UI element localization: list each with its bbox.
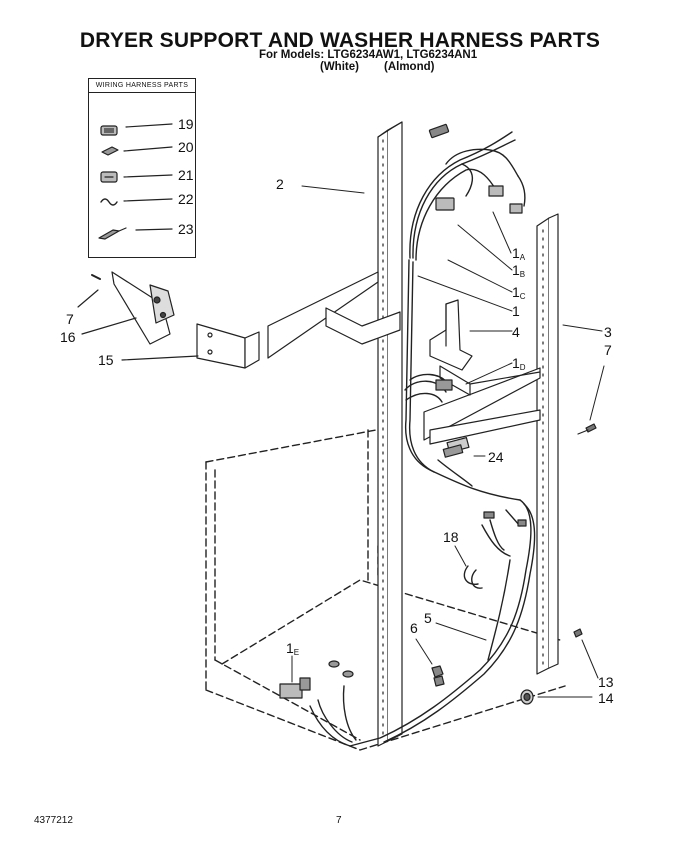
variant-almond: (Almond) bbox=[384, 61, 435, 73]
models-line: For Models: LTG6234AW1, LTG6234AN1 bbox=[259, 49, 478, 61]
leader-6 bbox=[415, 638, 433, 665]
leader-7-left bbox=[77, 289, 99, 308]
leader-18 bbox=[454, 545, 467, 567]
inset-parts bbox=[98, 123, 173, 240]
callout-1e: 1E bbox=[286, 641, 299, 660]
part-19-connector bbox=[100, 125, 118, 136]
callout-22: 22 bbox=[178, 191, 194, 207]
callout-5: 5 bbox=[424, 610, 432, 626]
callout-1d: 1D bbox=[512, 356, 526, 375]
callout-1d-num: 1 bbox=[512, 355, 520, 371]
part-23-wire-terminal bbox=[98, 227, 127, 240]
callout-leaders bbox=[291, 185, 605, 698]
page-number: 7 bbox=[336, 815, 342, 826]
leader-2 bbox=[301, 185, 365, 194]
callout-1b-sub: B bbox=[519, 270, 526, 279]
leader-1a bbox=[492, 211, 512, 254]
page-title: DRYER SUPPORT AND WASHER HARNESS PARTS bbox=[79, 29, 601, 52]
callout-1a-num: 1 bbox=[512, 245, 520, 261]
leader-13 bbox=[581, 639, 599, 679]
leader-1c bbox=[447, 259, 513, 293]
cross-brackets bbox=[267, 271, 541, 445]
callout-20: 20 bbox=[178, 139, 194, 155]
bracket-assembly-left bbox=[91, 271, 260, 369]
callout-14: 14 bbox=[598, 690, 614, 706]
callout-19: 19 bbox=[178, 116, 194, 132]
callout-3: 3 bbox=[604, 324, 612, 340]
callout-1c-sub: C bbox=[519, 292, 526, 301]
callout-1b: 1B bbox=[512, 263, 525, 282]
leader-23 bbox=[135, 228, 173, 231]
control-bracket bbox=[429, 299, 473, 371]
callout-7-left: 7 bbox=[66, 311, 74, 327]
leader-1b bbox=[457, 224, 513, 271]
part-22-clip bbox=[100, 198, 118, 206]
inset-title: WIRING HARNESS PARTS bbox=[89, 82, 195, 93]
left-support-post bbox=[377, 121, 403, 747]
doc-number: 4377212 bbox=[34, 815, 73, 826]
callout-1d-sub: D bbox=[519, 363, 526, 372]
wiring-harness bbox=[309, 131, 536, 747]
callout-7-right: 7 bbox=[604, 342, 612, 358]
callout-1: 1 bbox=[512, 303, 520, 319]
leader-22 bbox=[123, 198, 173, 202]
leader-20 bbox=[123, 146, 173, 152]
callout-4: 4 bbox=[512, 324, 520, 340]
part-20-terminal bbox=[101, 146, 119, 156]
callout-24: 24 bbox=[488, 449, 504, 465]
screws-and-foot bbox=[520, 423, 597, 705]
callout-15: 15 bbox=[98, 352, 114, 368]
leader-16 bbox=[81, 317, 137, 335]
leader-3 bbox=[562, 324, 603, 332]
wiring-harness-inset: WIRING HARNESS PARTS bbox=[88, 78, 196, 258]
callout-1e-sub: E bbox=[293, 648, 300, 657]
callout-16: 16 bbox=[60, 329, 76, 345]
leader-5 bbox=[435, 622, 487, 641]
callout-2: 2 bbox=[276, 176, 284, 192]
leader-1d bbox=[465, 362, 513, 385]
leader-15 bbox=[121, 355, 199, 361]
leader-7-right bbox=[589, 365, 605, 421]
variant-white: (White) bbox=[320, 61, 359, 73]
part-21-connector bbox=[100, 171, 118, 183]
harness-connectors bbox=[279, 123, 527, 699]
callout-1c: 1C bbox=[512, 285, 526, 304]
leader-1 bbox=[417, 275, 513, 312]
callout-21: 21 bbox=[178, 167, 194, 183]
callout-1c-num: 1 bbox=[512, 284, 520, 300]
right-support-post bbox=[536, 213, 559, 675]
callout-23: 23 bbox=[178, 221, 194, 237]
leader-21 bbox=[123, 174, 173, 178]
callout-1a: 1A bbox=[512, 246, 525, 265]
callout-1b-num: 1 bbox=[512, 262, 520, 278]
leader-19 bbox=[125, 123, 173, 128]
callout-6: 6 bbox=[410, 620, 418, 636]
callout-18: 18 bbox=[443, 529, 459, 545]
callout-13: 13 bbox=[598, 674, 614, 690]
callout-1e-num: 1 bbox=[286, 640, 294, 656]
callout-1a-sub: A bbox=[519, 253, 526, 262]
